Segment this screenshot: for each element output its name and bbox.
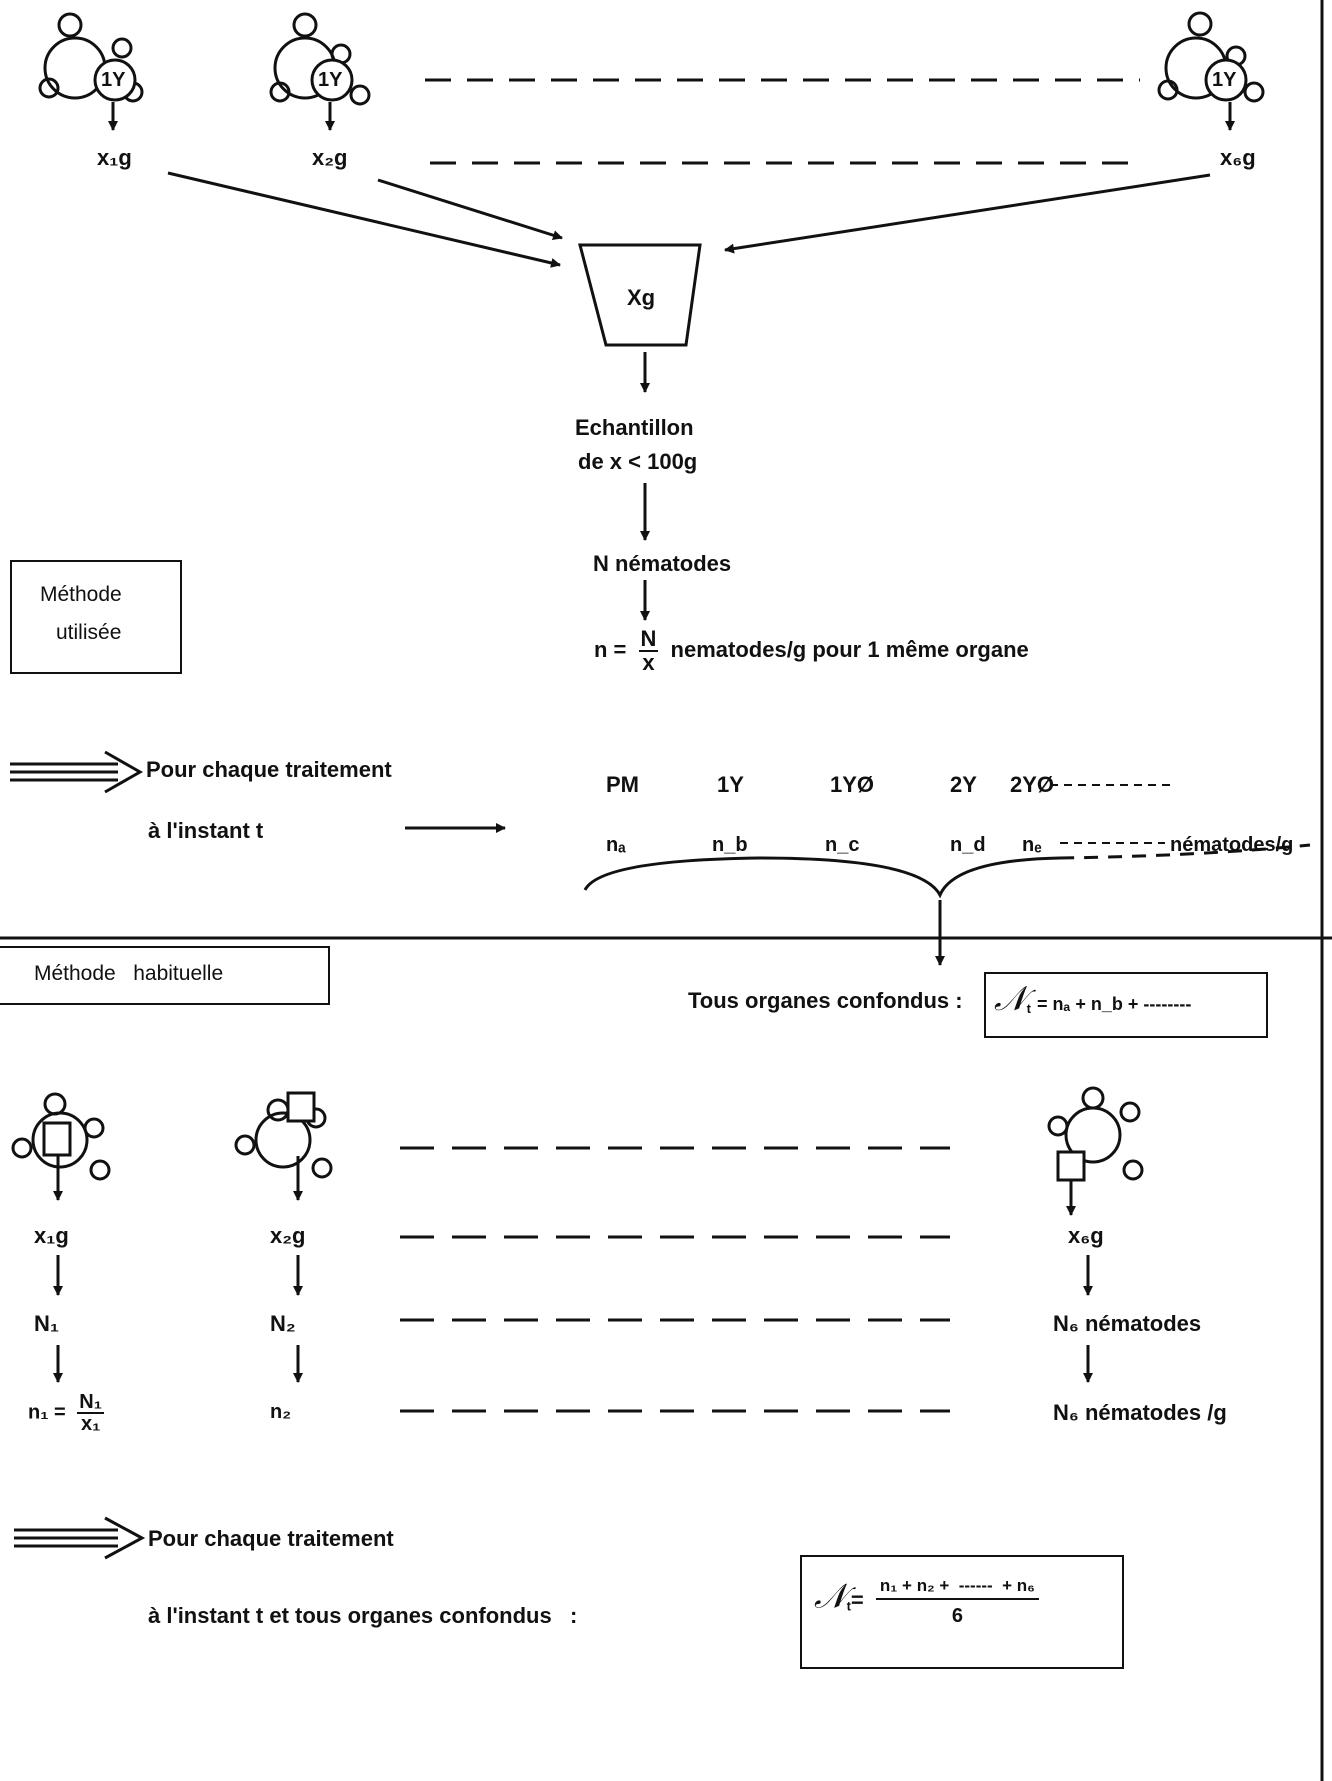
nematode-count: N nématodes	[593, 551, 732, 576]
density-d: n_d	[950, 834, 986, 856]
plant-1	[38, 12, 144, 131]
n1-fraction: N₁ x₁	[77, 1391, 105, 1435]
density-e: nₑ	[1022, 834, 1042, 856]
sum-box-bottom: 𝒩t= n₁ + n₂ + ------ + n₆ 6	[800, 1555, 1124, 1669]
treatment-2yo: 2YØ	[1010, 772, 1055, 797]
weight-b1: x₁g	[34, 1223, 69, 1248]
sum-formula-bottom: 𝒩t= n₁ + n₂ + ------ + n₆ 6	[814, 1577, 1045, 1626]
sum-box-top: 𝒩t = nₐ + n_b + --------	[984, 972, 1268, 1038]
sum-symbol-bottom: 𝒩	[814, 1576, 847, 1617]
all-organs-label: Tous organes confondus :	[688, 988, 963, 1013]
treatment-1y: 1Y	[717, 772, 744, 797]
sample-line-1: Echantillon	[575, 415, 694, 440]
density-c: n_c	[825, 834, 860, 856]
density-fraction: N x	[638, 626, 659, 675]
density-unit: nématodes/g	[1170, 834, 1294, 856]
n1-denominator: x₁	[80, 1413, 101, 1435]
method-used-line-1: Méthode	[40, 583, 122, 606]
per-treatment-top-line-1: Pour chaque traitement	[146, 757, 392, 782]
count-b2: N₂	[270, 1311, 296, 1336]
sum-formula-top: 𝒩t = nₐ + n_b + --------	[994, 982, 1191, 1016]
sum-denominator-bottom: 6	[951, 1605, 963, 1627]
sum-sub-bottom: t	[846, 1598, 851, 1614]
plant-6	[1157, 11, 1265, 131]
density-a: nₐ	[606, 834, 626, 856]
density-prefix: n =	[594, 636, 627, 662]
method-used-line-2: utilisée	[56, 621, 122, 644]
per-treatment-bottom-line-1: Pour chaque traitement	[148, 1526, 394, 1551]
sum-terms-top: = nₐ + n_b + --------	[1037, 994, 1192, 1014]
sum-sub-top: t	[1026, 1001, 1031, 1016]
n2-label: n₂	[270, 1401, 292, 1423]
sum-fraction-bottom: n₁ + n₂ + ------ + n₆ 6	[875, 1577, 1039, 1627]
density-b: n_b	[712, 834, 748, 856]
weight-6: x₆g	[1220, 145, 1256, 170]
weight-b6: x₆g	[1068, 1223, 1104, 1248]
count-b6: N₆ nématodes	[1053, 1311, 1202, 1336]
double-arrow-top	[10, 750, 144, 794]
sum-numerator-bottom: n₁ + n₂ + ------ + n₆	[875, 1577, 1039, 1600]
pool-label: Xg	[627, 285, 656, 310]
n1-numerator: N₁	[77, 1391, 105, 1414]
plant-1-label: 1Y	[101, 69, 126, 91]
double-arrow-bottom	[14, 1516, 146, 1560]
n6-label: N₆ nématodes /g	[1053, 1400, 1227, 1425]
per-treatment-bottom-line-2: à l'instant t et tous organes confondus …	[148, 1603, 578, 1628]
weight-1: x₁g	[97, 145, 132, 170]
plant-6-label: 1Y	[1212, 69, 1237, 91]
treatment-pm: PM	[606, 772, 639, 797]
method-usual-label: Méthode habituelle	[34, 962, 224, 985]
plant-2-label: 1Y	[318, 69, 343, 91]
density-suffix: nematodes/g pour 1 même organe	[670, 636, 1029, 662]
plant-b1	[11, 1092, 111, 1201]
density-denominator: x	[642, 650, 655, 675]
n1-formula: n₁ = N₁ x₁	[28, 1392, 110, 1434]
treatment-2y: 2Y	[950, 772, 977, 797]
sum-symbol-top: 𝒩	[994, 979, 1027, 1019]
method-usual-box: Méthode habituelle	[0, 946, 330, 1005]
plant-b6	[1047, 1086, 1144, 1216]
per-treatment-top-line-2: à l'instant t	[148, 818, 264, 843]
pool-container	[578, 243, 702, 347]
count-b1: N₁	[34, 1311, 59, 1336]
sample-line-2: de x < 100g	[578, 449, 698, 474]
density-numerator: N	[638, 626, 659, 652]
n1-prefix: n₁ =	[28, 1401, 66, 1424]
sum-eq-bottom: =	[850, 1587, 864, 1613]
method-used-box: Méthode utilisée	[10, 560, 182, 674]
density-formula: n = N x nematodes/g pour 1 même organe	[594, 628, 1029, 674]
treatment-1yo: 1YØ	[830, 772, 875, 797]
weight-2: x₂g	[312, 145, 348, 170]
plant-b2	[234, 1091, 333, 1201]
plant-2	[269, 12, 371, 131]
weight-b2: x₂g	[270, 1223, 306, 1248]
grouping-brace	[583, 856, 1061, 899]
